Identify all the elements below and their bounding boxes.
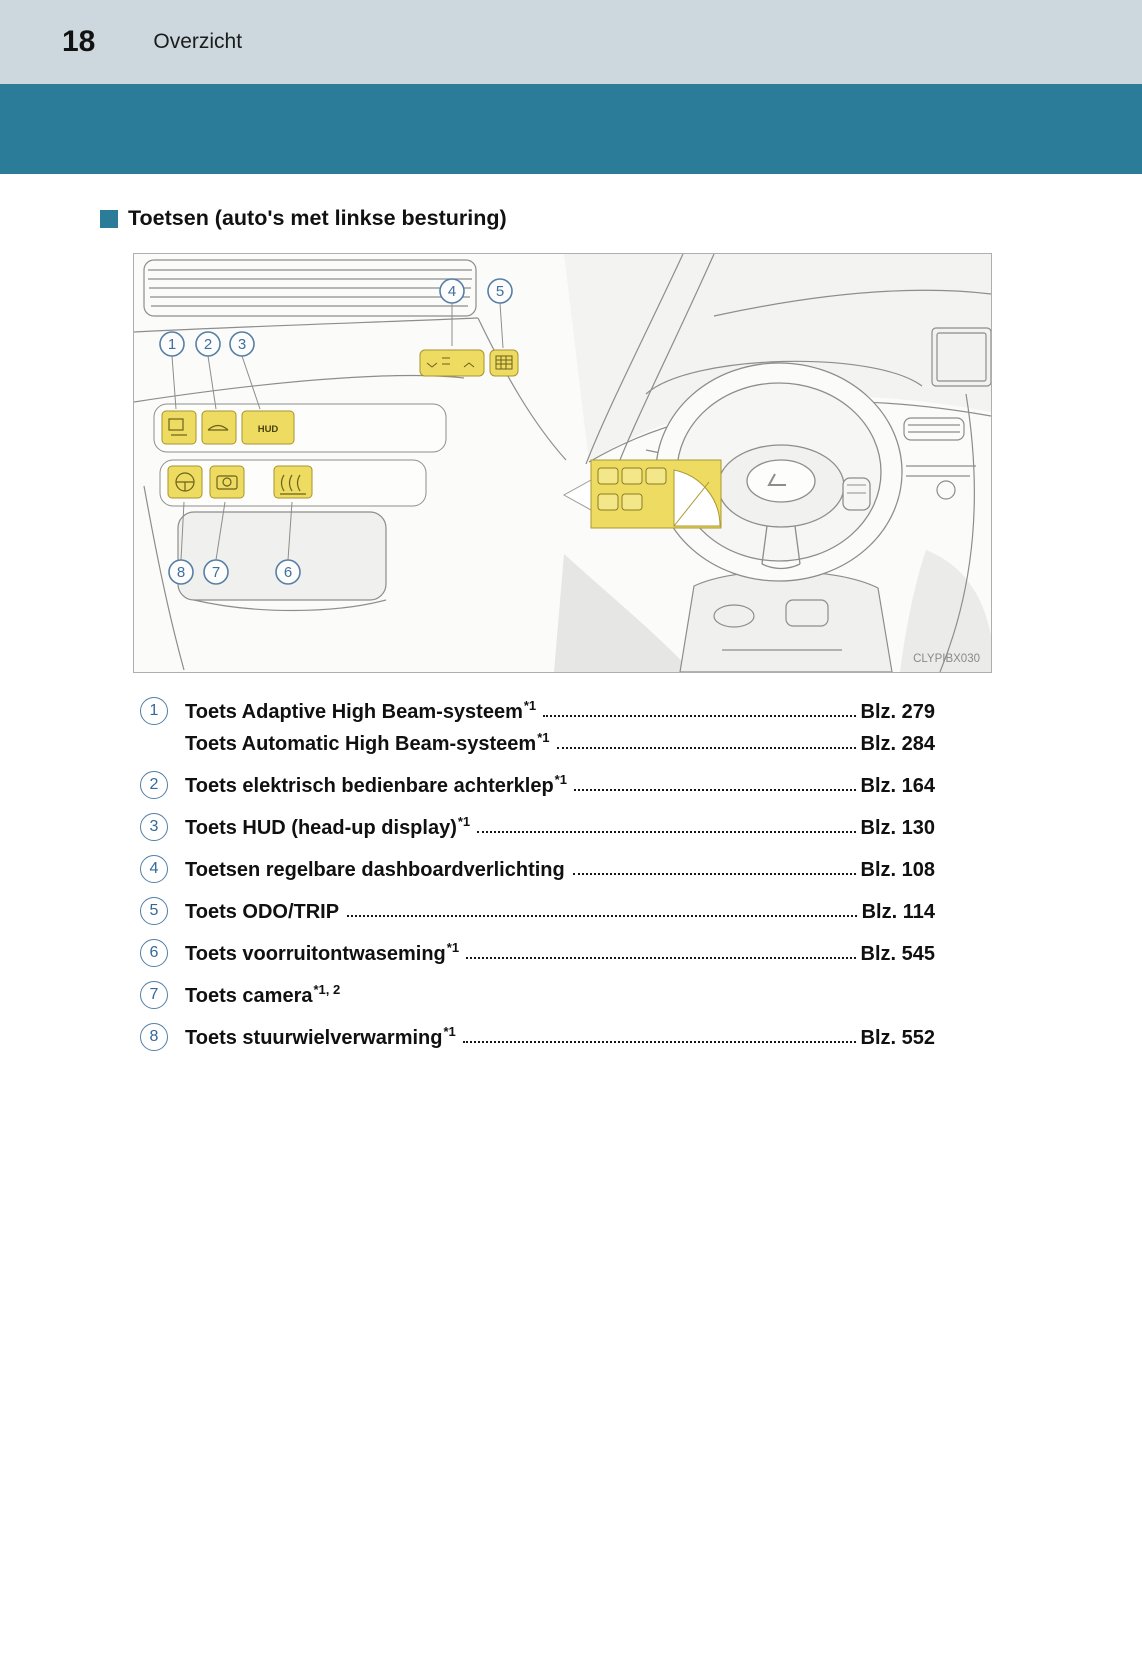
tailgate-button [201, 410, 237, 445]
callout-7: 7 [203, 559, 229, 585]
legend-row: Toets HUD (head-up display)*1 Blz. 130 [185, 810, 935, 842]
legend-row: Toets elektrisch bedienbare achterklep*1… [185, 768, 935, 800]
legend-row: Toetsen regelbare dashboardverlichting B… [185, 852, 935, 884]
page-reference: Blz. 284 [860, 733, 935, 755]
chapter-color-band [0, 84, 1142, 174]
footnote-sup: *1 [457, 814, 471, 829]
figure-code: CLYPIBX030 [913, 653, 980, 665]
dotted-leader [462, 1041, 856, 1043]
item-number-circle: 3 [140, 813, 168, 841]
dashboard-figure: HUD [133, 253, 992, 673]
dotted-leader [477, 831, 856, 833]
section-title: Overzicht [153, 30, 243, 53]
item-label: Toets elektrisch bedienbare achterklep*1 [185, 772, 567, 797]
page-reference: Blz. 552 [860, 1027, 935, 1049]
svg-text:2: 2 [204, 336, 212, 353]
topic-heading: Toetsen (auto's met linkse besturing) [100, 206, 1142, 231]
item-number-circle: 7 [140, 981, 168, 1009]
dotted-leader [466, 957, 856, 959]
legend-row: Toets Automatic High Beam-systeem*1 Blz.… [185, 726, 935, 758]
callout-4: 4 [439, 278, 465, 304]
svg-text:3: 3 [238, 336, 246, 353]
callout-8: 8 [168, 559, 194, 585]
footnote-sup: *1 [554, 772, 567, 787]
list-item: 8 Toets stuurwielverwarming*1 Blz. 552 [140, 1020, 935, 1052]
svg-text:8: 8 [177, 564, 185, 581]
footnote-sup: *1 [446, 940, 460, 955]
footnote-sup: *1, 2 [313, 982, 341, 997]
topic-heading-text: Toetsen (auto's met linkse besturing) [128, 206, 507, 230]
callout-2: 2 [195, 331, 221, 357]
page-reference: Blz. 130 [860, 817, 935, 839]
svg-text:1: 1 [168, 336, 176, 353]
item-number-circle: 4 [140, 855, 168, 883]
page-reference: Blz. 108 [860, 859, 935, 881]
item-number-circle: 5 [140, 897, 168, 925]
dotted-leader [572, 873, 856, 875]
legend-row: Toets voorruitontwaseming*1 Blz. 545 [185, 936, 935, 968]
legend-row: Toets ODO/TRIP Blz. 114 [185, 894, 935, 926]
item-label: Toets Automatic High Beam-systeem*1 [185, 730, 550, 755]
item-label: Toets voorruitontwaseming*1 [185, 940, 460, 965]
item-label: Toets ODO/TRIP [185, 901, 340, 923]
legend-index: 1 Toets Adaptive High Beam-systeem*1 Blz… [140, 694, 935, 1052]
list-item: 2 Toets elektrisch bedienbare achterklep… [140, 768, 935, 800]
dashboard-linework [134, 254, 991, 672]
odo-trip-button [489, 349, 519, 377]
defrost-button [273, 465, 313, 499]
dimmer-buttons [419, 349, 485, 377]
dotted-leader [543, 715, 856, 717]
item-label: Toetsen regelbare dashboardverlichting [185, 859, 565, 881]
page-reference: Blz. 279 [860, 701, 935, 723]
footnote-sup: *1 [443, 1024, 456, 1039]
page-number: 18 [62, 25, 96, 58]
dotted-leader [573, 789, 856, 791]
callout-1: 1 [159, 331, 185, 357]
page-header: 18 Overzicht [0, 0, 1142, 84]
svg-text:5: 5 [496, 283, 504, 300]
dotted-leader [347, 915, 857, 917]
list-item: 3 Toets HUD (head-up display)*1 Blz. 130 [140, 810, 935, 842]
page-reference: Blz. 114 [861, 901, 935, 923]
callout-3: 3 [229, 331, 255, 357]
item-label: Toets stuurwielverwarming*1 [185, 1024, 456, 1049]
svg-text:6: 6 [284, 564, 292, 581]
callout-5: 5 [487, 278, 513, 304]
list-item: 4 Toetsen regelbare dashboardverlichting… [140, 852, 935, 884]
callout-6: 6 [275, 559, 301, 585]
page-reference: Blz. 164 [860, 775, 935, 797]
cabin-background [554, 254, 991, 672]
list-item: 5 Toets ODO/TRIP Blz. 114 [140, 894, 935, 926]
footnote-sup: *1 [523, 698, 537, 713]
item-label: Toets HUD (head-up display)*1 [185, 814, 471, 839]
callout-lines [171, 302, 504, 561]
legend-row: Toets camera*1, 2 [185, 978, 935, 1010]
high-beam-button [161, 410, 197, 445]
hud-button [241, 410, 295, 445]
camera-button [209, 465, 245, 499]
svg-text:4: 4 [448, 283, 456, 300]
lexus-logo-icon [767, 473, 786, 486]
item-number-circle: 1 [140, 697, 168, 725]
switch-panel-inset [562, 459, 722, 529]
section-bullet-icon [100, 209, 118, 228]
svg-text:7: 7 [212, 564, 220, 581]
page-reference: Blz. 545 [860, 943, 935, 965]
footnote-sup: *1 [537, 730, 550, 745]
item-number-circle: 8 [140, 1023, 168, 1051]
item-label: Toets Adaptive High Beam-systeem*1 [185, 698, 537, 723]
left-switch-panels: HUD [153, 349, 519, 507]
item-label: Toets camera*1, 2 [185, 982, 341, 1007]
item-number-circle: 2 [140, 771, 168, 799]
dashboard-illustration: HUD [134, 254, 991, 672]
list-item: 7 Toets camera*1, 2 [140, 978, 935, 1010]
hud-button-label: HUD [258, 424, 279, 435]
list-item: 6 Toets voorruitontwaseming*1 Blz. 545 [140, 936, 935, 968]
dotted-leader [556, 747, 856, 749]
item-number-circle: 6 [140, 939, 168, 967]
legend-row: Toets stuurwielverwarming*1 Blz. 552 [185, 1020, 935, 1052]
list-item: 1 Toets Adaptive High Beam-systeem*1 Blz… [140, 694, 935, 758]
legend-row: Toets Adaptive High Beam-systeem*1 Blz. … [185, 694, 935, 726]
